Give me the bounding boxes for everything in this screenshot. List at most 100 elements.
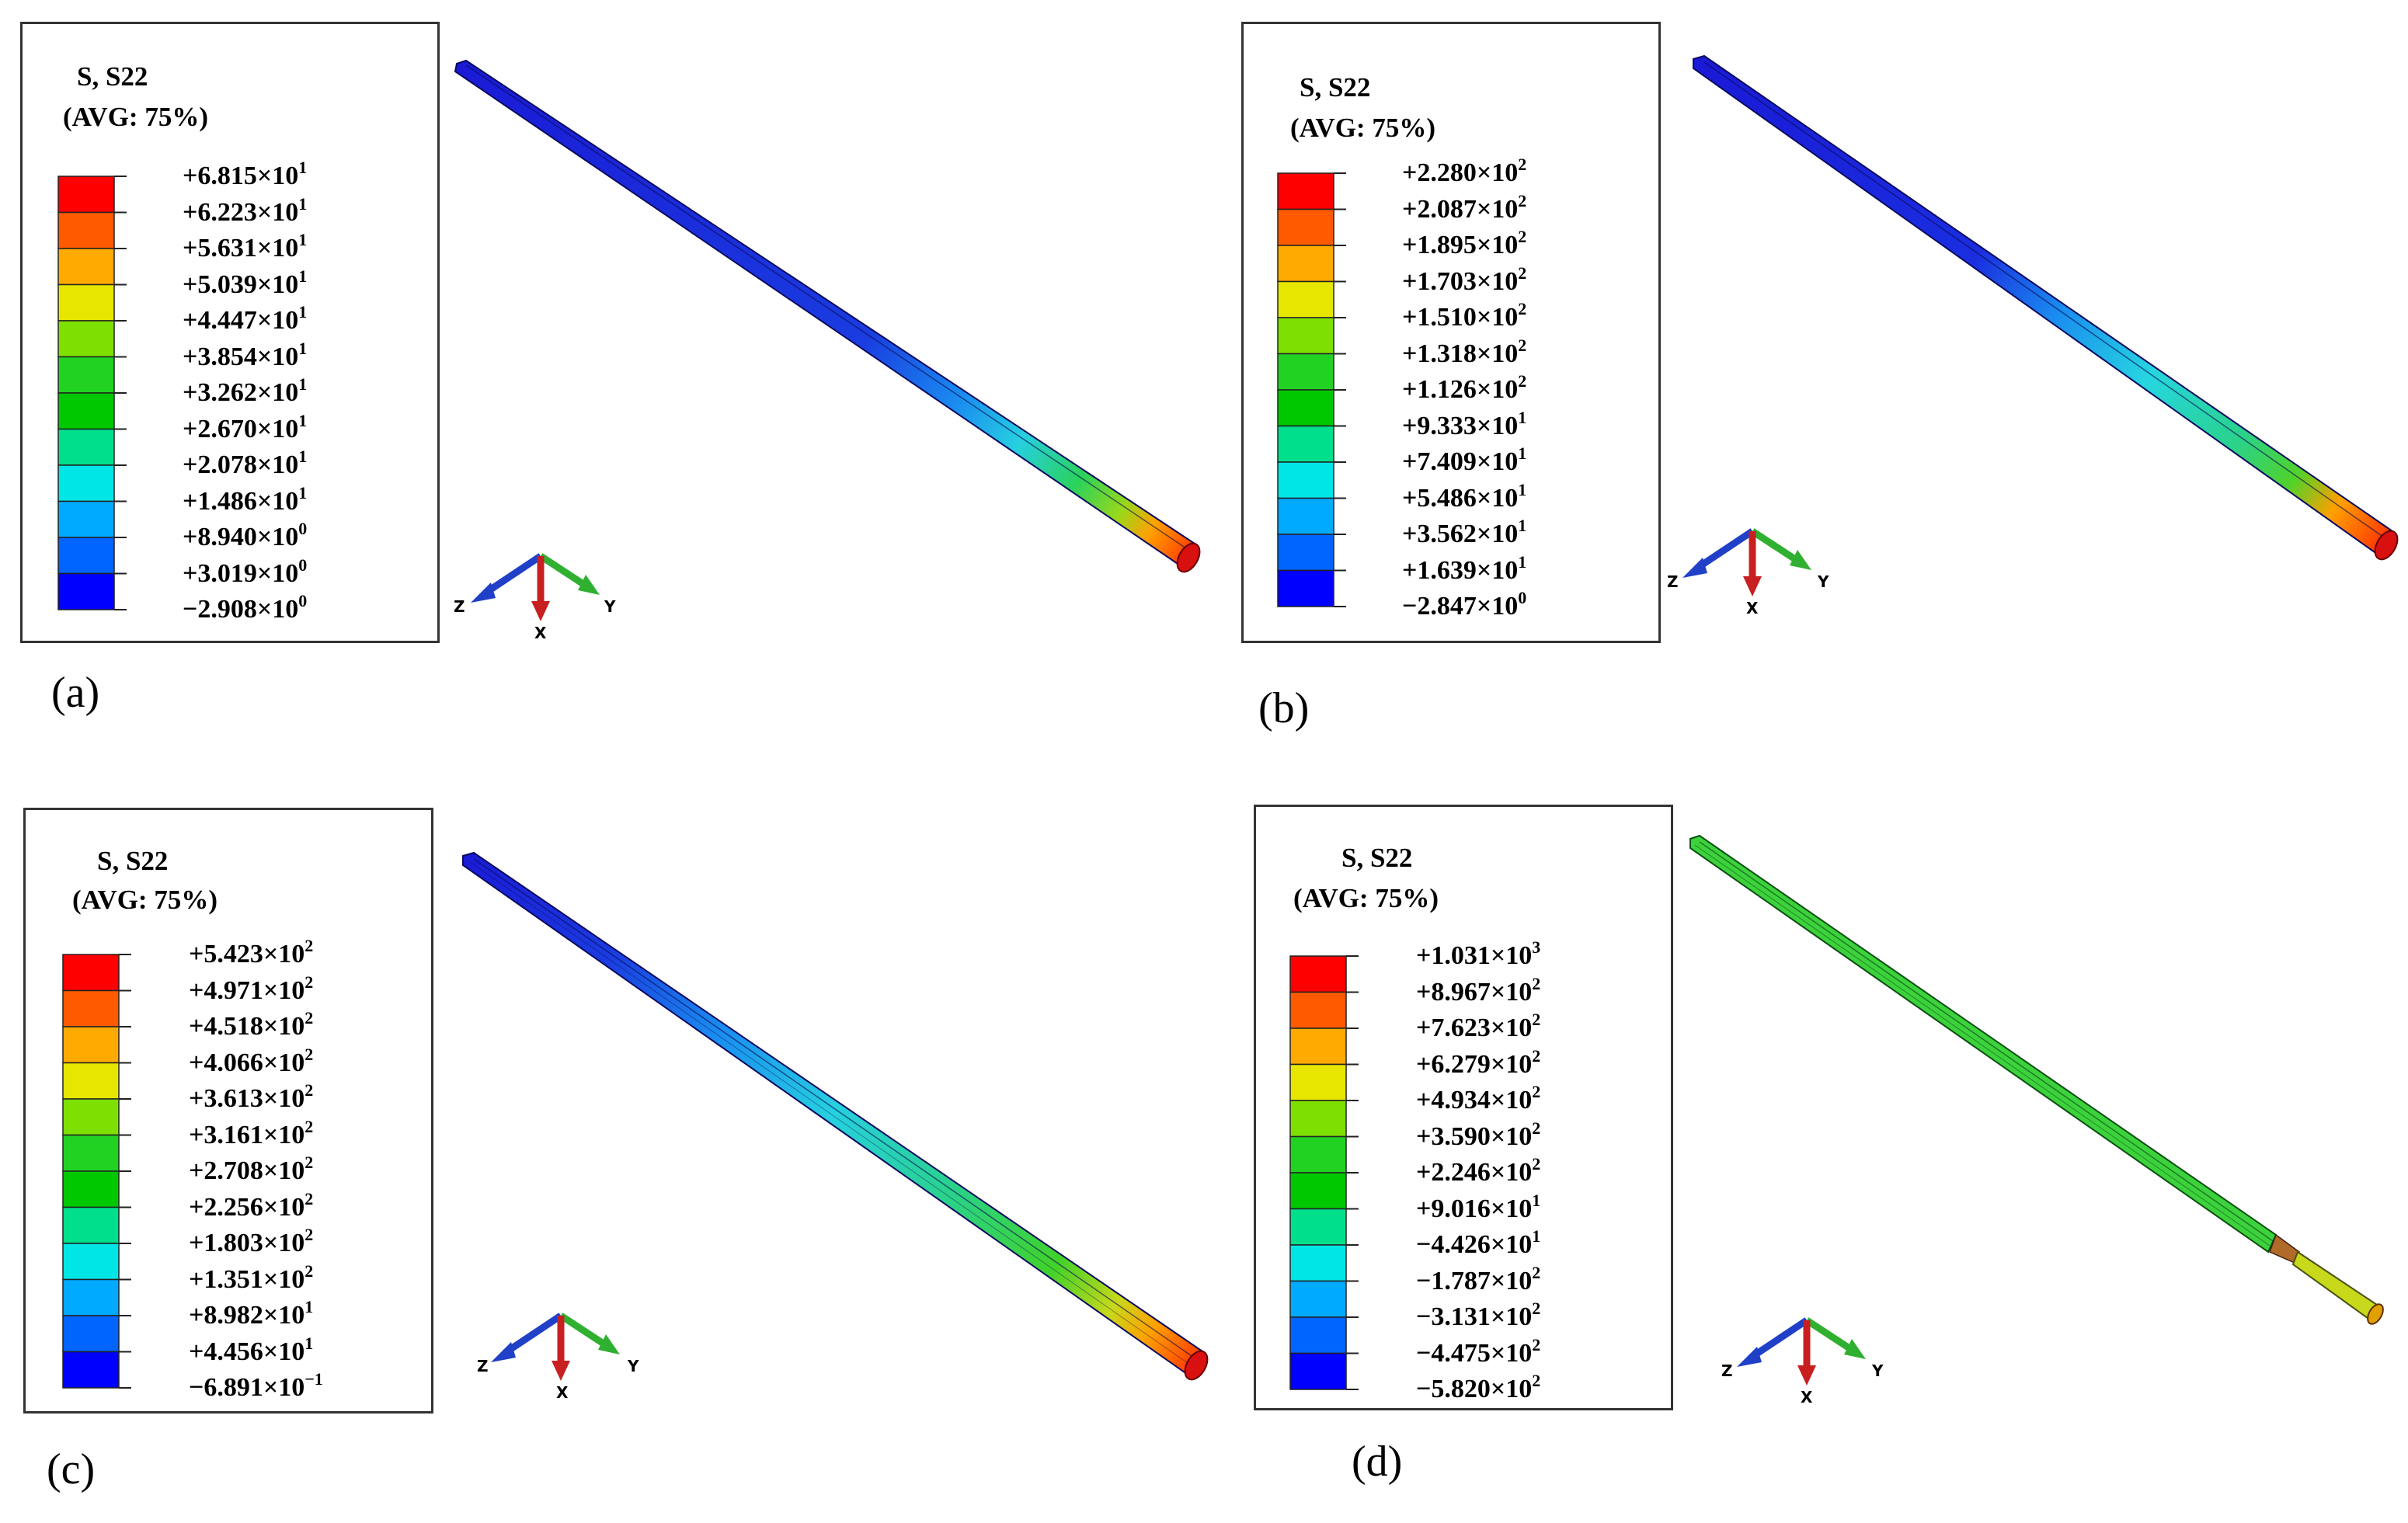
scale-value-label: +7.623×102: [1416, 1010, 1541, 1043]
axis-triad-d: [1737, 1317, 1866, 1386]
scale-value-label: +6.815×101: [183, 158, 308, 191]
axis-label-z: Z: [1667, 572, 1679, 591]
scale-value-label: +3.854×101: [183, 338, 308, 371]
scale-swatch: [1277, 425, 1334, 463]
panel-letter: (b): [1258, 684, 1310, 732]
scale-value-label: +8.982×101: [189, 1297, 314, 1330]
scale-swatch: [1289, 1172, 1347, 1210]
scale-value-label: −3.131×102: [1416, 1299, 1541, 1332]
legend-title-line1: S, S22: [1341, 843, 1413, 873]
scale-value-label: +4.518×102: [189, 1008, 314, 1041]
scale-swatch: [1277, 389, 1334, 427]
axis-triad-c: [491, 1313, 620, 1381]
scale-value-label: −5.820×102: [1416, 1371, 1541, 1404]
color-scale-svg: [62, 954, 131, 1389]
legend-title-line2: (AVG: 75%): [63, 102, 208, 132]
scale-value-label: +4.066×102: [189, 1044, 314, 1077]
scale-swatch: [1289, 991, 1347, 1029]
legend-box: S, S22 (AVG: 75%) +5.423×102+4.971×102+4…: [23, 808, 433, 1413]
panel-c: S, S22 (AVG: 75%) +5.423×102+4.971×102+4…: [0, 761, 1204, 1522]
scale-swatch: [62, 1098, 120, 1136]
scale-value-label: +4.971×102: [189, 972, 314, 1005]
color-scale: [57, 176, 130, 615]
scale-swatch: [57, 320, 115, 358]
scale-swatch: [62, 1026, 120, 1064]
scale-value-label: +3.590×102: [1416, 1118, 1541, 1151]
scale-value-label: −2.908×100: [183, 591, 308, 624]
scale-swatch: [1289, 1063, 1347, 1101]
scale-swatch: [57, 392, 115, 430]
scale-swatch: [1289, 1352, 1347, 1390]
color-scale: [62, 954, 134, 1393]
scale-value-label: +2.280×102: [1402, 155, 1527, 188]
scale-value-label: +1.895×102: [1402, 227, 1527, 260]
scale-value-label: +1.031×103: [1416, 937, 1541, 971]
scale-swatch: [57, 572, 115, 610]
scale-value-label: +5.039×101: [183, 266, 308, 299]
scale-value-label: +8.967×102: [1416, 973, 1541, 1007]
scale-swatch: [62, 1170, 120, 1208]
axis-label-y: Y: [627, 1357, 639, 1375]
model-b: [1693, 54, 2399, 561]
scale-value-label: +1.486×101: [183, 482, 308, 516]
scale-swatch: [57, 464, 115, 502]
scale-swatch: [57, 283, 115, 322]
scale-swatch: [1289, 1135, 1347, 1174]
legend-title-line1: S, S22: [1300, 72, 1371, 103]
scale-swatch: [1289, 1280, 1347, 1318]
legend-title-line2: (AVG: 75%): [72, 885, 217, 915]
scale-value-label: +5.423×102: [189, 936, 314, 969]
axis-label-z: Z: [477, 1357, 489, 1375]
scale-swatch: [1277, 280, 1334, 318]
scale-value-label: +1.318×102: [1402, 335, 1527, 368]
scale-value-label: +5.486×101: [1402, 479, 1527, 513]
scale-value-label: +7.409×101: [1402, 443, 1527, 477]
scale-value-label: −6.891×10−1: [189, 1369, 323, 1403]
color-scale: [1289, 955, 1362, 1395]
scale-swatch: [1277, 172, 1334, 210]
scale-value-label: +2.246×102: [1416, 1154, 1541, 1187]
scale-value-label: +2.078×101: [183, 447, 308, 480]
scale-swatch: [62, 989, 120, 1028]
scale-value-label: −1.787×102: [1416, 1262, 1541, 1295]
model-c: [462, 851, 1209, 1381]
panel-letter: (d): [1352, 1438, 1403, 1486]
scale-swatch: [1277, 569, 1334, 607]
scale-value-label: +6.279×102: [1416, 1045, 1541, 1079]
legend-title-line2: (AVG: 75%): [1290, 113, 1435, 143]
scale-swatch: [57, 176, 115, 214]
model-a: [454, 59, 1201, 573]
scale-value-label: +3.562×101: [1402, 516, 1527, 549]
scale-value-label: +6.223×101: [183, 193, 308, 227]
scale-value-label: +1.126×102: [1402, 371, 1527, 405]
scale-swatch: [57, 356, 115, 394]
scale-value-label: +4.934×102: [1416, 1082, 1541, 1115]
scale-value-label: +1.639×101: [1402, 551, 1527, 585]
legend-box: S, S22 (AVG: 75%) +2.280×102+2.087×102+1…: [1241, 22, 1661, 643]
axis-label-y: Y: [1817, 572, 1829, 591]
scale-swatch: [1289, 1208, 1347, 1246]
scale-value-label: +2.670×101: [183, 410, 308, 443]
scale-swatch: [1277, 497, 1334, 535]
scale-value-label: +1.510×102: [1402, 299, 1527, 332]
scale-swatch: [57, 537, 115, 575]
axis-label-y: Y: [604, 597, 616, 616]
axis-label-x: X: [1746, 599, 1759, 617]
scale-swatch: [1277, 245, 1334, 283]
scale-value-label: −4.475×102: [1416, 1334, 1541, 1368]
axis-label-y: Y: [1871, 1361, 1884, 1380]
axis-label-z: Z: [1721, 1361, 1733, 1380]
scale-value-label: +1.351×102: [189, 1260, 314, 1294]
scale-swatch: [62, 1243, 120, 1281]
panel-b: S, S22 (AVG: 75%) +2.280×102+2.087×102+1…: [1204, 0, 2408, 761]
scale-swatch: [1277, 353, 1334, 391]
scale-swatch: [62, 1351, 120, 1389]
legend-box: S, S22 (AVG: 75%) +1.031×103+8.967×102+7…: [1254, 805, 1673, 1410]
panel-letter: (a): [51, 669, 100, 717]
scale-swatch: [1289, 1316, 1347, 1354]
color-scale-svg: [57, 176, 127, 610]
axis-label-x: X: [534, 624, 547, 642]
scale-value-label: −2.847×100: [1402, 588, 1527, 621]
axis-triad-b: [1682, 528, 1811, 596]
